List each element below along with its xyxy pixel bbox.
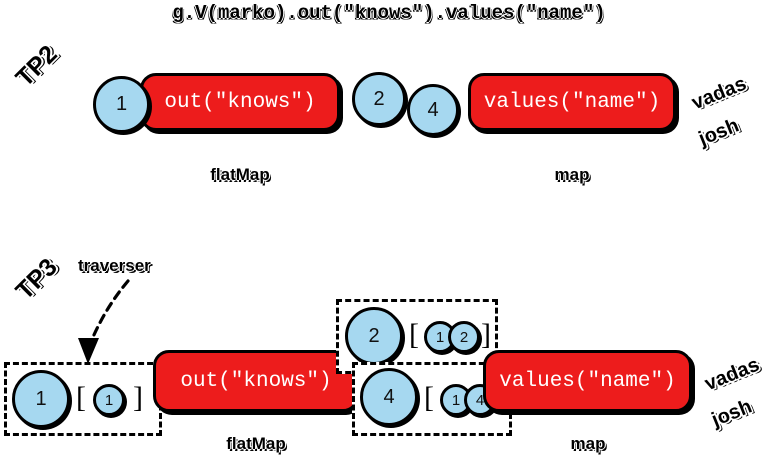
- tp3-traverser-mid-a-value[interactable]: 2: [345, 307, 403, 365]
- tp3-result-josh: josh: [708, 395, 756, 432]
- tp2-traverser-in[interactable]: 1: [93, 76, 150, 133]
- tp2-result-vadas: vadas: [688, 72, 750, 115]
- tp2-step-map[interactable]: values("name"): [468, 73, 676, 131]
- tp2-step-flatmap[interactable]: out("knows"): [140, 73, 340, 131]
- tp3-caption-map: map: [570, 434, 606, 453]
- traverser-annotation: traverser: [78, 256, 151, 275]
- tp3-caption-flatmap: flatMap: [226, 434, 286, 453]
- row-label-tp3: TP3: [10, 253, 63, 306]
- tp2-caption-map: map: [554, 165, 590, 184]
- tp2-caption-flatmap: flatMap: [210, 165, 270, 184]
- tp3-traverser-mid-b-value[interactable]: 4: [360, 368, 418, 426]
- tp3-path-open-bracket-mid-a: [: [409, 318, 419, 351]
- page-title: g.V(marko).out("knows").values("name"): [172, 2, 606, 24]
- tp3-traverser-in-value[interactable]: 1: [12, 370, 70, 428]
- tp3-step-flatmap[interactable]: out("knows"): [153, 350, 359, 412]
- tp3-path-close-bracket-mid-a: ]: [481, 318, 491, 351]
- tp2-traverser-mid-b[interactable]: 4: [407, 84, 459, 136]
- tp2-result-josh: josh: [695, 114, 743, 151]
- tp3-path-step-in-0[interactable]: 1: [93, 384, 125, 416]
- row-label-tp2: TP2: [10, 40, 63, 93]
- tp3-path-close-bracket-in: ]: [133, 381, 143, 414]
- tp3-path-step-mid-a-1[interactable]: 2: [448, 321, 480, 353]
- tp3-result-vadas: vadas: [701, 353, 763, 396]
- tp3-path-open-bracket-mid-b: [: [424, 381, 434, 414]
- tp2-traverser-mid-a[interactable]: 2: [352, 72, 406, 126]
- tp3-path-open-bracket-in: [: [76, 381, 86, 414]
- tp3-step-map[interactable]: values("name"): [483, 350, 692, 412]
